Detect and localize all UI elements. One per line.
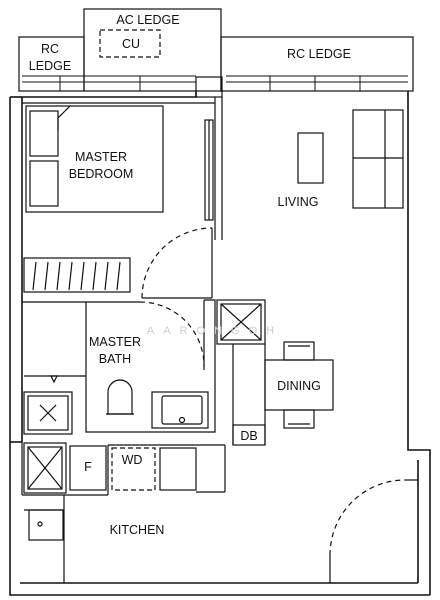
washer-dryer [111,447,156,491]
db-cabinet [232,424,266,446]
entrance-door [329,479,418,583]
master-bath-label-line2: BATH [99,352,131,366]
watermark: AARONGOH [147,325,283,337]
chair-top [283,341,315,361]
sofa [352,109,404,209]
dining-label: DINING [277,379,321,393]
toilet [107,379,133,415]
hob [159,447,197,491]
sink [28,509,64,541]
ac-ledge-label: AC LEDGE [116,13,179,27]
cu-label: CU [122,37,140,51]
wardrobe [23,257,131,293]
pillow-bottom [29,160,59,207]
bedroom-door-swing [141,227,213,299]
master-bedroom [22,102,215,299]
chair-bottom [283,409,315,429]
bath-door-swing [139,301,205,367]
rc-ledge-left-label-line1: RC [41,42,59,56]
rc-ledge-left [18,36,85,92]
vanity [151,391,209,429]
rc-ledge-right-label: RC LEDGE [287,47,351,61]
tap [178,416,186,424]
db-label: DB [240,429,257,443]
living-furniture [297,109,404,209]
shaft-left-bottom [23,442,67,494]
bed-fold [57,105,71,130]
master-bedroom-label-line1: MASTER [75,150,127,164]
shaft-left-top [23,391,73,435]
basin [161,395,203,425]
service-shafts [216,299,266,446]
window-strip [22,75,408,91]
dining-set [264,341,334,429]
bed [25,105,164,213]
fridge [69,445,107,491]
rc-ledge-right [220,36,414,92]
rc-ledge-left-label-line2: LEDGE [29,59,71,73]
pillow-top [29,110,59,157]
wardrobe-hangers [32,261,121,291]
washer-dryer-label: WD [122,453,143,467]
partition-wall [195,76,223,240]
kitchen-label: KITCHEN [110,523,165,537]
master-bedroom-label-line2: BEDROOM [69,167,134,181]
kitchen [21,391,226,583]
fridge-label: F [84,460,92,474]
master-bath-label-line1: MASTER [89,335,141,349]
coffee-table [297,132,324,184]
living-label: LIVING [278,195,319,209]
master-bath [22,299,216,433]
